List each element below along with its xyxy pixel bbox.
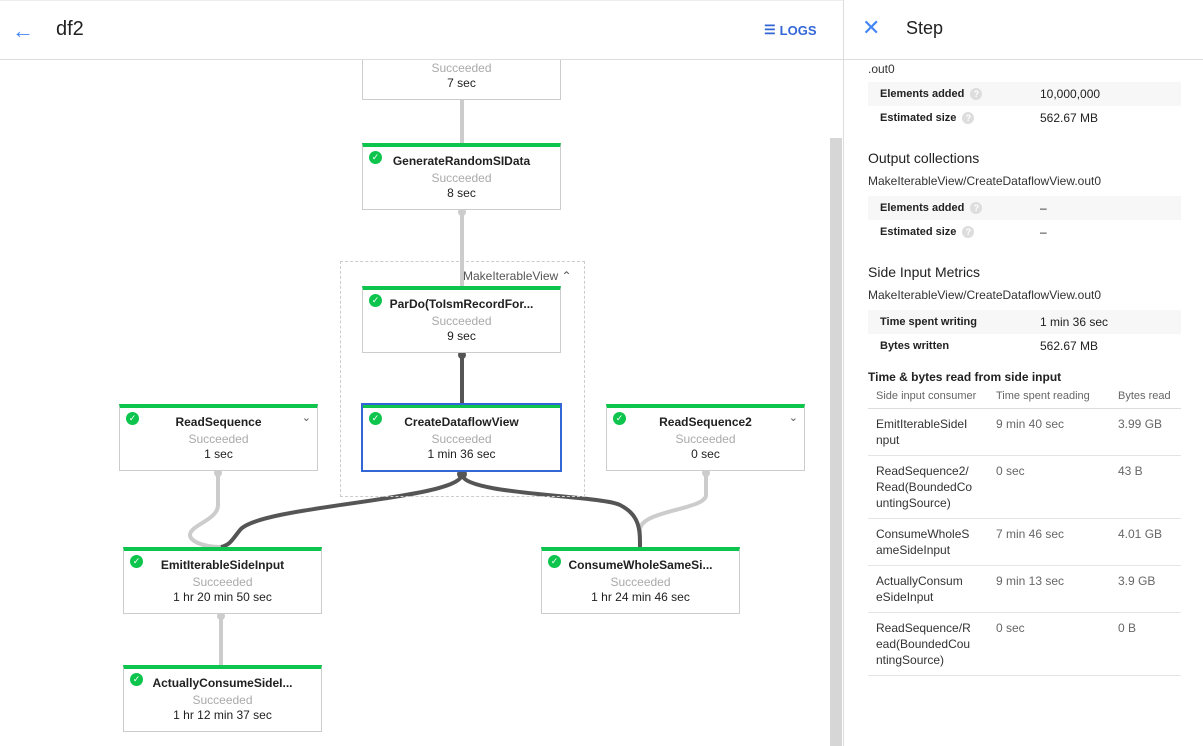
metric-row: Elements added?10,000,000 <box>868 82 1181 106</box>
input-collection-name: .out0 <box>868 62 895 76</box>
back-arrow-icon[interactable]: ← <box>12 18 34 43</box>
metric-row: Estimated size?562.67 MB <box>880 111 1099 125</box>
consumer-cell: ReadSequence2/ Read(BoundedCo untingSour… <box>868 455 988 519</box>
check-circle-icon: ✓ <box>613 412 626 425</box>
help-icon[interactable]: ? <box>970 202 983 214</box>
edge-port <box>702 469 710 477</box>
check-circle-icon: ✓ <box>130 673 143 686</box>
side-input-name: MakeIterableView/CreateDataflowView.out0 <box>868 288 1102 302</box>
edge-port <box>458 351 466 359</box>
table-row: ReadSequence2/ Read(BoundedCo untingSour… <box>868 455 1181 519</box>
check-circle-icon: ✓ <box>369 151 382 164</box>
check-circle-icon: ✓ <box>130 555 143 568</box>
metric-row: Elements added?– <box>868 196 1181 220</box>
time-cell: 9 min 13 sec <box>988 565 1110 613</box>
bytes-cell: 3.99 GB <box>1110 408 1181 456</box>
list-icon: ☰ <box>764 22 776 37</box>
consumer-cell: ActuallyConsum eSideInput <box>868 565 988 613</box>
column-header: Bytes read <box>1110 388 1181 409</box>
check-circle-icon: ✓ <box>369 412 382 425</box>
step-panel: ✕ Step .out0 Elements added?10,000,000 E… <box>843 0 1203 746</box>
time-cell: 0 sec <box>988 612 1110 676</box>
chevron-up-icon: ⌃ <box>561 269 572 283</box>
edge-port <box>217 612 225 620</box>
edge-port <box>458 208 466 216</box>
check-circle-icon: ✓ <box>548 555 561 568</box>
graph-scrollbar[interactable] <box>830 138 842 746</box>
section-heading: Output collections <box>868 150 980 166</box>
logs-button[interactable]: ☰LOGS <box>764 22 817 38</box>
help-icon[interactable]: ? <box>962 112 975 124</box>
bytes-cell: 3.9 GB <box>1110 565 1181 613</box>
edge-port <box>214 469 222 477</box>
close-icon[interactable]: ✕ <box>862 15 881 40</box>
edge <box>220 473 464 549</box>
consumer-cell: ConsumeWholeS ameSideInput <box>868 518 988 566</box>
help-icon[interactable]: ? <box>962 226 975 238</box>
help-icon[interactable]: ? <box>970 88 983 100</box>
output-collection-name: MakeIterableView/CreateDataflowView.out0 <box>868 174 1102 188</box>
metric-row: Estimated size?– <box>880 225 1047 239</box>
top-bar: ← df2 ☰LOGS <box>0 0 843 60</box>
panel-header: ✕ Step <box>844 0 1203 60</box>
section-heading: Side Input Metrics <box>868 264 981 280</box>
check-circle-icon: ✓ <box>369 294 382 307</box>
edge <box>638 471 708 547</box>
consumer-cell: ReadSequence/R ead(BoundedCou ntingSourc… <box>868 612 988 676</box>
table-heading: Time & bytes read from side input <box>868 370 1062 384</box>
check-circle-icon: ✓ <box>126 412 139 425</box>
chevron-down-icon[interactable]: ⌄ <box>788 412 798 424</box>
bytes-cell: 43 B <box>1110 455 1181 519</box>
column-header: Side input consumer <box>868 388 988 409</box>
consumer-cell: EmitIterableSideI nput <box>868 408 988 456</box>
side-input-table: Side input consumer Time spent reading B… <box>868 388 1181 676</box>
edge <box>460 473 642 548</box>
time-cell: 0 sec <box>988 455 1110 519</box>
column-header: Time spent reading <box>988 388 1110 409</box>
time-cell: 7 min 46 sec <box>988 518 1110 566</box>
bytes-cell: 0 B <box>1110 612 1181 676</box>
group-toggle[interactable]: MakeIterableView ⌃ <box>463 269 572 283</box>
job-title: df2 <box>56 18 84 40</box>
chevron-down-icon[interactable]: ⌄ <box>301 412 311 424</box>
group-make-iterable-view <box>340 261 585 497</box>
edge-port <box>457 469 467 479</box>
table-row: ReadSequence/R ead(BoundedCou ntingSourc… <box>868 612 1181 676</box>
bytes-cell: 4.01 GB <box>1110 518 1181 566</box>
edge <box>187 471 222 549</box>
time-cell: 9 min 40 sec <box>988 408 1110 456</box>
panel-title: Step <box>906 18 944 38</box>
